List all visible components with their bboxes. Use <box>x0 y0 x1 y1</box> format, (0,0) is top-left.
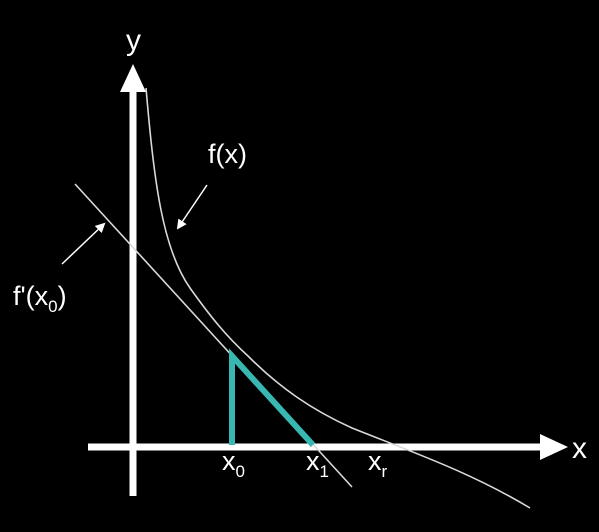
tangent-pointer-arrow <box>61 222 106 265</box>
tangent-label-subscript: 0 <box>48 297 57 316</box>
y-axis-arrowhead <box>120 64 146 92</box>
xr-label-subscript: r <box>382 462 388 481</box>
tangent-label-suffix: ) <box>58 281 67 311</box>
x0-label-subscript: 0 <box>236 462 245 481</box>
x-axis-label: x <box>572 432 587 465</box>
x1-label: x1 <box>306 446 329 481</box>
highlight-triangle <box>229 348 316 448</box>
y-axis-label: y <box>126 24 141 57</box>
xr-label: xr <box>368 446 388 481</box>
tangent-label: f'(x0) <box>13 281 67 316</box>
tangent-label-prefix: f'(x <box>13 281 49 311</box>
curve-pointer-arrow <box>176 184 208 230</box>
x1-label-subscript: 1 <box>320 462 329 481</box>
x-axis-arrowhead <box>540 434 568 460</box>
curve-label: f(x) <box>208 139 247 169</box>
x1-label-main: x <box>306 446 320 476</box>
function-curve <box>145 87 531 509</box>
xr-label-main: x <box>368 446 382 476</box>
x0-label: x0 <box>222 446 245 481</box>
x0-label-main: x <box>222 446 236 476</box>
